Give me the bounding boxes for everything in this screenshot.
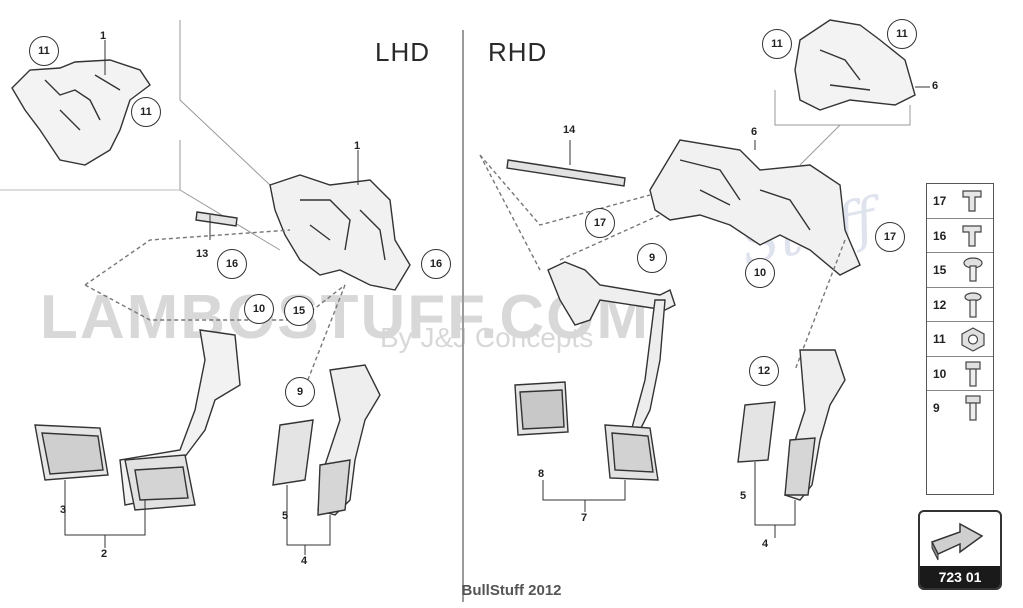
part-label-8: 8	[538, 468, 545, 480]
legend-number: 12	[933, 297, 947, 312]
part-label-13: 13	[196, 248, 209, 260]
nut-icon	[961, 327, 985, 352]
part-label-2: 2	[101, 548, 108, 560]
callout-16[interactable]: 16	[421, 249, 451, 279]
callout-17[interactable]: 17	[875, 222, 905, 252]
lhd-rhd-divider	[462, 30, 464, 602]
watermark-main: LAMBOSTUFF.COM	[40, 283, 651, 352]
callout-11[interactable]: 11	[29, 36, 59, 66]
legend-number: 11	[933, 332, 946, 346]
callout-12[interactable]: 12	[749, 356, 779, 386]
footer-credit: BullStuff 2012	[461, 582, 562, 599]
callout-10[interactable]: 10	[745, 258, 775, 288]
callout-15[interactable]: 15	[284, 296, 314, 326]
callout-9[interactable]: 9	[637, 243, 667, 273]
legend-row[interactable]: 12	[927, 288, 993, 322]
fastener-legend: 17 16 15 12 11 10 9	[926, 183, 994, 495]
bolt-icon	[965, 395, 981, 421]
diagram-nav-button[interactable]: 723 01	[918, 510, 1002, 590]
legend-number: 15	[933, 263, 947, 277]
rhd-heading: RHD	[488, 37, 548, 67]
part-label-6: 6	[932, 80, 939, 92]
clip-icon	[962, 190, 982, 212]
part-label-5: 5	[740, 490, 747, 502]
part-label-7: 7	[581, 512, 588, 524]
screw-icon	[963, 257, 983, 282]
legend-number: 9	[933, 401, 940, 415]
part-label-14: 14	[563, 124, 576, 136]
watermark-sub: By J&J Concepts	[380, 322, 594, 353]
part-label-4: 4	[301, 555, 308, 567]
diagram-code: 723 01	[920, 566, 1000, 588]
legend-number: 16	[933, 228, 947, 243]
part-label-6: 6	[751, 126, 758, 138]
legend-row[interactable]: 10	[927, 357, 993, 391]
legend-row[interactable]: 16	[927, 219, 993, 253]
part-label-1: 1	[100, 30, 107, 42]
legend-row[interactable]: 15	[927, 253, 993, 288]
bolt-icon	[965, 360, 981, 387]
callout-11[interactable]: 11	[131, 97, 161, 127]
part-label-3: 3	[60, 504, 67, 516]
callout-11[interactable]: 11	[762, 29, 792, 59]
arrow-icon	[930, 522, 984, 561]
part-label-5: 5	[282, 510, 289, 522]
clip-icon	[962, 224, 982, 247]
legend-number: 17	[933, 194, 947, 208]
part-label-4: 4	[762, 538, 769, 550]
legend-row[interactable]: 11	[927, 322, 993, 357]
callout-16[interactable]: 16	[217, 249, 247, 279]
callout-17[interactable]: 17	[585, 208, 615, 238]
callout-11[interactable]: 11	[887, 19, 917, 49]
callout-9[interactable]: 9	[285, 377, 315, 407]
callout-10[interactable]: 10	[244, 294, 274, 324]
legend-number: 10	[933, 366, 947, 381]
legend-row[interactable]: 17	[927, 184, 993, 219]
part-label-1: 1	[354, 140, 361, 152]
screw-icon	[964, 291, 982, 318]
lhd-heading: LHD	[375, 37, 431, 67]
legend-row[interactable]: 9	[927, 391, 993, 426]
